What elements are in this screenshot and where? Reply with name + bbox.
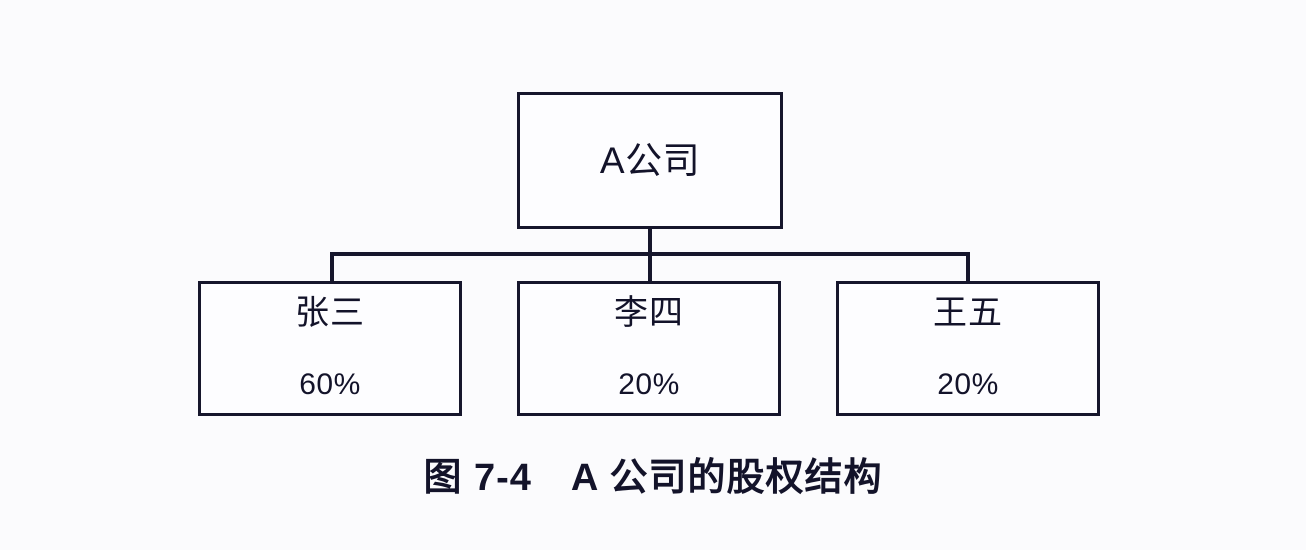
shareholder-1-name: 张三 xyxy=(295,294,365,332)
node-root-company: A公司 xyxy=(517,92,783,229)
connector-drop-left xyxy=(330,252,334,283)
shareholder-2-share: 20% xyxy=(618,368,680,401)
node-shareholder-2: 李四 20% xyxy=(517,281,781,416)
connector-drop-right xyxy=(966,252,970,283)
shareholder-3-name: 王五 xyxy=(933,294,1003,332)
connector-horizontal-bus xyxy=(330,252,970,256)
shareholder-1-share: 60% xyxy=(299,368,361,401)
shareholder-2-name: 李四 xyxy=(614,294,684,332)
node-shareholder-3: 王五 20% xyxy=(836,281,1100,416)
node-shareholder-1: 张三 60% xyxy=(198,281,462,416)
root-company-label: A公司 xyxy=(599,140,701,181)
figure-caption: 图 7-4 A 公司的股权结构 xyxy=(423,457,883,499)
shareholder-3-share: 20% xyxy=(937,368,999,401)
